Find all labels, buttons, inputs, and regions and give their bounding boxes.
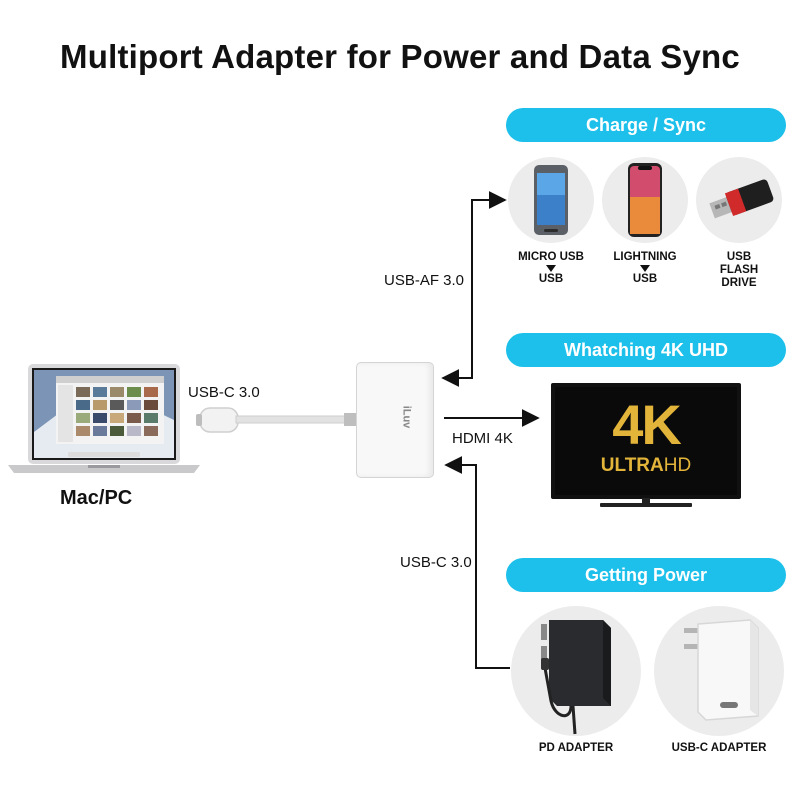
laptop (8, 362, 200, 477)
tv-ultrahd-text: ULTRAHD (551, 455, 741, 477)
charge-sync-pill: Charge / Sync (506, 108, 786, 142)
tv: 4K ULTRAHD (551, 383, 741, 499)
device-label-flash-drive: USB FLASH DRIVE (708, 251, 770, 290)
hdmi-label: HDMI 4K (452, 430, 513, 447)
tv-4k-text: 4K (551, 397, 741, 453)
device-label-usb-c-adapter: USB-C ADAPTER (654, 742, 784, 754)
down-triangle-icon (640, 265, 650, 272)
computer-label: Mac/PC (60, 487, 140, 510)
adapter: iLuv (356, 362, 434, 478)
usb-af-label: USB-AF 3.0 (384, 272, 464, 289)
iphone-icon (602, 157, 688, 243)
tv-stand (596, 498, 696, 510)
usb-c-adapter-icon (654, 606, 784, 736)
down-triangle-icon (546, 265, 556, 272)
pd-adapter-icon (511, 606, 641, 736)
android-phone-icon (508, 157, 594, 243)
micro-usb-phone-circle (508, 157, 594, 243)
tv-ultra-text: ULTRA (601, 455, 664, 476)
device-label-lightning: LIGHTNING USB (602, 251, 688, 286)
getting-power-pill: Getting Power (506, 558, 786, 592)
device-label-micro-usb: MICRO USB USB (508, 251, 594, 286)
flash-drive-circle (696, 157, 782, 243)
device-label-pd-adapter: PD ADAPTER (511, 742, 641, 754)
usb-c-in-label: USB-C 3.0 (188, 384, 260, 401)
flash-drive-icon (696, 157, 782, 243)
usb-c-power-label: USB-C 3.0 (400, 554, 472, 571)
laptop-illustration (8, 362, 200, 477)
usb-c-adapter-circle (654, 606, 784, 736)
lightning-phone-circle (602, 157, 688, 243)
usb-c-cable (196, 400, 366, 440)
usb-af-line (443, 200, 505, 378)
adapter-brand: iLuv (400, 406, 412, 429)
pd-adapter-circle (511, 606, 641, 736)
watching-4k-pill: Whatching 4K UHD (506, 333, 786, 367)
tv-hd-text: HD (664, 455, 691, 476)
